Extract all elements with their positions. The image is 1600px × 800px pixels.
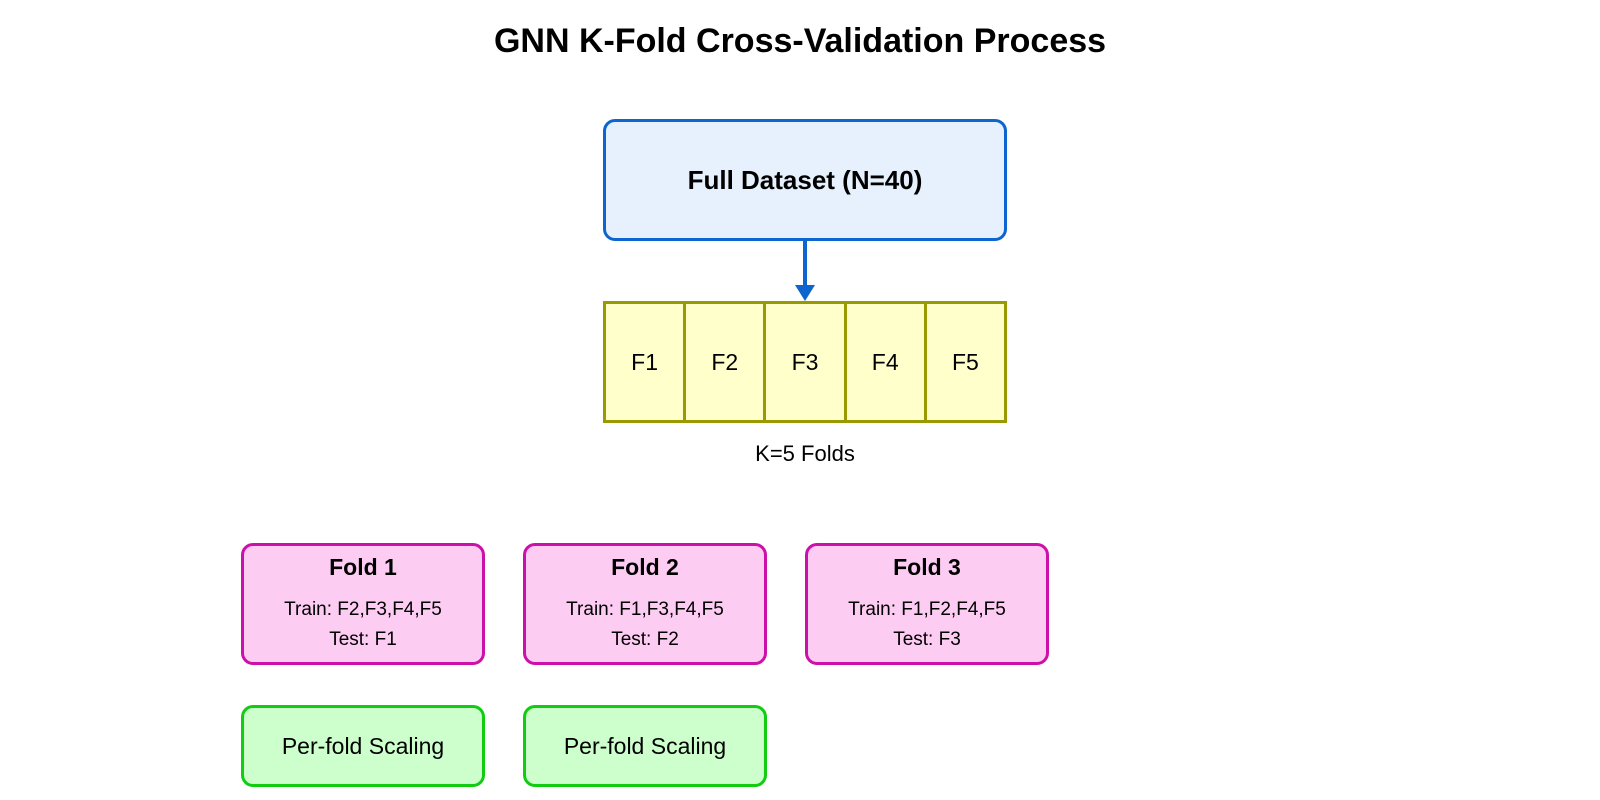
scaling-box-2-label: Per-fold Scaling: [563, 732, 727, 759]
scaling-box-1-label: Per-fold Scaling: [281, 732, 445, 759]
folds-strip: F1 F2 F3 F4 F5: [603, 301, 1007, 423]
fold-2-title: Fold 2: [611, 553, 679, 580]
fold-1-test: Test: F1: [329, 628, 397, 650]
fold-cell-f2: F2: [686, 304, 767, 420]
fold-cell-f1: F1: [606, 304, 687, 420]
fold-2-train: Train: F1,F3,F4,F5: [566, 598, 724, 620]
fold-2-test: Test: F2: [611, 628, 679, 650]
scaling-box-1: Per-fold Scaling: [241, 705, 485, 787]
fold-3-box: Fold 3 Train: F1,F2,F4,F5 Test: F3: [805, 543, 1049, 665]
fold-cell-f3: F3: [766, 304, 847, 420]
fold-3-title: Fold 3: [893, 553, 961, 580]
fold-1-train: Train: F2,F3,F4,F5: [284, 598, 442, 620]
folds-caption: K=5 Folds: [755, 441, 855, 466]
fold-2-box: Fold 2 Train: F1,F3,F4,F5 Test: F2: [523, 543, 767, 665]
full-dataset-label: Full Dataset (N=40): [687, 164, 923, 195]
scaling-box-2: Per-fold Scaling: [523, 705, 767, 787]
fold-cell-f5: F5: [951, 348, 979, 375]
fold-3-train: Train: F1,F2,F4,F5: [848, 598, 1006, 620]
fold-1-box: Fold 1 Train: F2,F3,F4,F5 Test: F1: [241, 543, 485, 665]
diagram-title: GNN K-Fold Cross-Validation Process: [493, 22, 1107, 60]
fold-1-title: Fold 1: [329, 553, 397, 580]
fold-3-test: Test: F3: [893, 628, 961, 650]
full-dataset-box: Full Dataset (N=40): [603, 119, 1007, 241]
dataset-to-folds-arrowhead: [795, 285, 815, 301]
fold-cell-f4: F4: [847, 304, 927, 420]
